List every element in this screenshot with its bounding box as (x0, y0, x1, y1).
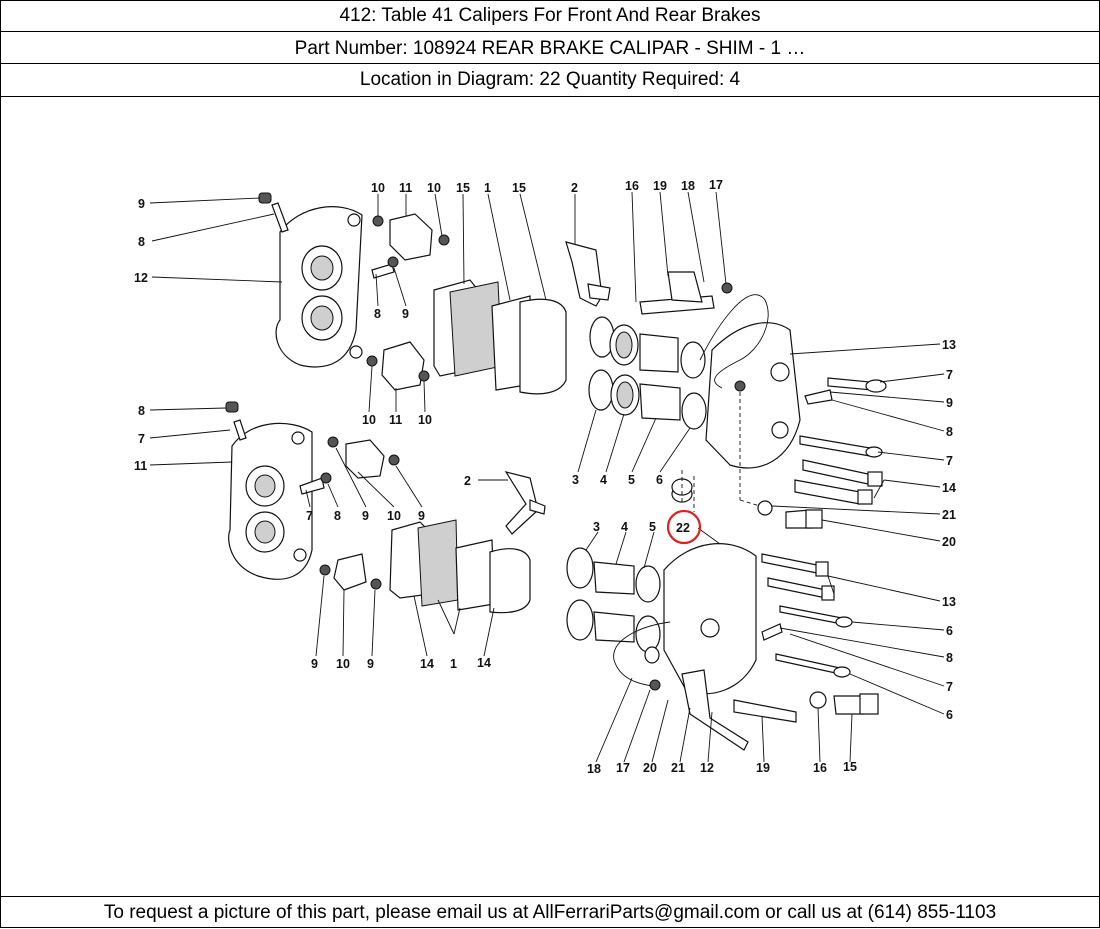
callout: 14 (942, 481, 956, 495)
callout: 13 (942, 338, 956, 352)
callout: 10 (418, 413, 432, 427)
table-title: 412: Table 41 Calipers For Front And Rea… (0, 0, 1100, 32)
contact-footer: To request a picture of this part, pleas… (0, 896, 1100, 928)
callout: 7 (306, 509, 313, 523)
highlight-ring (666, 509, 702, 545)
callout: 7 (946, 454, 953, 468)
callout: 10 (427, 181, 441, 195)
lower-right-bolts (761, 553, 879, 715)
callout: 4 (600, 473, 607, 487)
callout: 11 (389, 413, 402, 427)
callout: 10 (371, 181, 385, 195)
callout: 9 (946, 396, 953, 410)
callout: 6 (946, 708, 953, 722)
callout: 10 (362, 413, 376, 427)
callout: 15 (456, 181, 470, 195)
callout: 8 (138, 404, 145, 418)
callout: 7 (946, 680, 953, 694)
callout: 4 (621, 520, 628, 534)
callout: 8 (334, 509, 341, 523)
callout: 15 (843, 760, 857, 774)
callout: 19 (756, 761, 770, 775)
leader-lines (149, 191, 945, 763)
callout: 1 (484, 181, 491, 195)
callout: 7 (138, 432, 145, 446)
callout: 12 (700, 761, 714, 775)
callout: 9 (311, 657, 318, 671)
callout: 10 (336, 657, 350, 671)
upper-right-pistons (588, 271, 733, 430)
callout-labels: 9 8 12 10 11 10 15 1 15 2 16 19 18 17 8 … (134, 178, 956, 776)
callout: 9 (418, 509, 425, 523)
front-caliper-upper (258, 192, 363, 368)
callout: 19 (653, 179, 667, 193)
lower-brake-pads (389, 519, 531, 614)
callout: 15 (512, 181, 526, 195)
callout: 2 (464, 474, 471, 488)
lower-anti-rattle-spring (504, 471, 546, 535)
location-quantity-line: Location in Diagram: 22 Quantity Require… (0, 64, 1100, 97)
diagram-drawing: 9 8 12 10 11 10 15 1 15 2 16 19 18 17 8 … (134, 178, 956, 776)
callout: 17 (709, 178, 723, 192)
callout: 6 (946, 624, 953, 638)
callout: 9 (402, 307, 409, 321)
callout: 9 (367, 657, 374, 671)
callout: 20 (942, 535, 956, 549)
front-caliper-lower (225, 401, 313, 580)
callout: 5 (628, 473, 635, 487)
rear-caliper-lower-right (566, 478, 797, 751)
callout: 13 (942, 595, 956, 609)
callout: 9 (362, 509, 369, 523)
upper-brake-pads (433, 279, 567, 395)
callout: 18 (681, 179, 695, 193)
callout: 14 (420, 657, 434, 671)
callout: 11 (399, 181, 412, 195)
callout: 8 (946, 651, 953, 665)
lower-small-parts (299, 436, 400, 591)
callout: 20 (643, 761, 657, 775)
callout: 5 (649, 520, 656, 534)
callout: 21 (671, 761, 685, 775)
callout: 14 (477, 656, 491, 670)
callout: 16 (625, 179, 639, 193)
callout: 7 (946, 368, 953, 382)
callout: 6 (656, 473, 663, 487)
part-number-line: Part Number: 108924 REAR BRAKE CALIPAR -… (0, 32, 1100, 64)
callout-22: 22 (676, 521, 690, 535)
exploded-parts-diagram: 9 8 12 10 11 10 15 1 15 2 16 19 18 17 8 … (0, 97, 1100, 896)
callout: 11 (134, 459, 147, 473)
callout: 1 (450, 657, 457, 671)
callout: 10 (387, 509, 401, 523)
callout: 16 (813, 761, 827, 775)
callout: 21 (942, 508, 956, 522)
callout: 3 (572, 473, 579, 487)
callout: 17 (616, 761, 630, 775)
callout: 8 (138, 235, 145, 249)
callout: 18 (587, 762, 601, 776)
upper-small-parts (366, 213, 450, 391)
callout: 9 (138, 197, 145, 211)
rear-caliper-upper-right (699, 294, 801, 469)
callout: 3 (593, 520, 600, 534)
callout: 12 (134, 271, 148, 285)
callout: 8 (946, 425, 953, 439)
callout: 8 (374, 307, 381, 321)
upper-anti-rattle-spring (565, 241, 611, 307)
callout: 2 (571, 181, 578, 195)
